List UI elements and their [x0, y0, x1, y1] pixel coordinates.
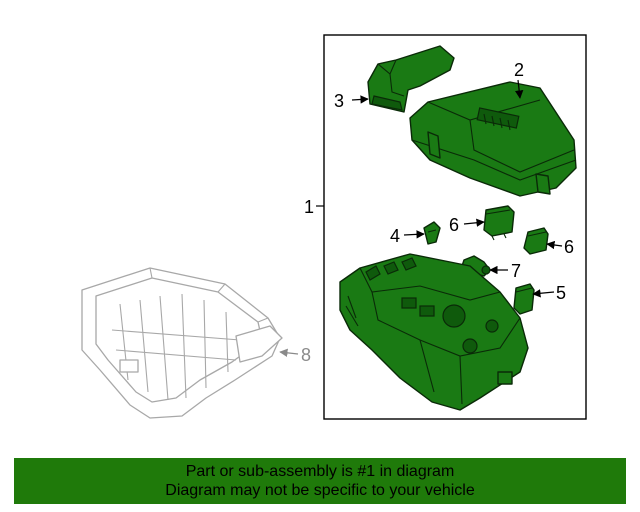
callout-7: 7 [511, 261, 521, 281]
callout-1: 1 [304, 197, 314, 217]
cover-part-3[interactable] [367, 45, 455, 113]
callout-4: 4 [390, 226, 400, 246]
callout-6-lower: 6 [564, 237, 574, 257]
leader-5 [532, 289, 555, 298]
callout-6-upper: 6 [449, 215, 459, 235]
parts-diagram: 1 2 3 4 5 6 6 7 8 [81, 34, 587, 420]
callout-2: 2 [514, 60, 524, 80]
relay-part-6-upper[interactable] [483, 205, 515, 241]
leader-6-lower [546, 240, 563, 250]
fuse-part-5[interactable] [513, 283, 535, 315]
clip-part-4[interactable] [423, 221, 441, 245]
banner-line-1: Part or sub-assembly is #1 in diagram [185, 463, 455, 480]
relay-part-6-lower[interactable] [523, 227, 549, 255]
fuse-block-base[interactable] [339, 253, 529, 411]
callout-3: 3 [334, 91, 344, 111]
banner-line-2: Diagram may not be specific to your vehi… [165, 482, 475, 499]
disclaimer-banner: Part or sub-assembly is #1 in diagram Di… [14, 458, 626, 504]
leader-6-upper [463, 218, 485, 227]
lid-part-2[interactable] [409, 81, 577, 197]
leader-4 [403, 230, 425, 239]
bracket-part-8[interactable] [81, 267, 283, 419]
leader-8 [279, 348, 299, 358]
callout-5: 5 [556, 283, 566, 303]
assembly-frame [323, 34, 587, 420]
callout-8: 8 [301, 345, 311, 365]
leader-2 [514, 79, 524, 99]
leader-3 [351, 95, 369, 104]
